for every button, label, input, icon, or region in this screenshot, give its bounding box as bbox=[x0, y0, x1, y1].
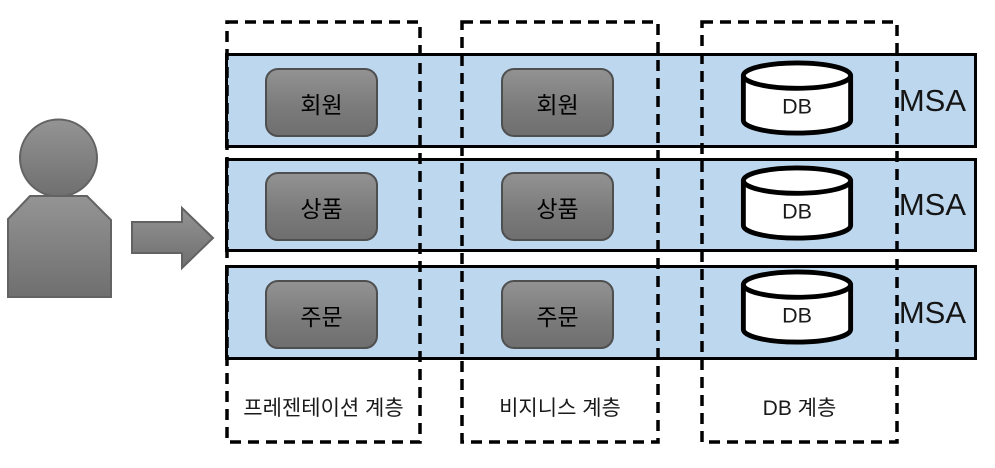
database-cylinder-icon: DB bbox=[740, 165, 854, 241]
node-presentation-member: 회원 bbox=[265, 68, 378, 137]
database-cylinder-icon: DB bbox=[740, 60, 854, 136]
node-business-order: 주문 bbox=[501, 280, 614, 349]
msa-band-3-label: MSA bbox=[898, 294, 966, 330]
db-label: DB bbox=[782, 95, 812, 119]
actor-graphic bbox=[7, 118, 215, 298]
business-layer-label: 비지니스 계층 bbox=[499, 397, 621, 420]
node-presentation-order: 주문 bbox=[265, 280, 378, 349]
db-layer-label: DB 계층 bbox=[762, 397, 837, 420]
presentation-layer-label: 프레젠테이션 계층 bbox=[243, 397, 404, 420]
db-label: DB bbox=[782, 304, 812, 328]
node-label: 상품 bbox=[536, 195, 579, 222]
node-label: 주문 bbox=[300, 303, 343, 330]
db-label: DB bbox=[782, 200, 812, 224]
msa-band-1-label: MSA bbox=[898, 82, 966, 118]
database-cylinder-icon: DB bbox=[740, 269, 854, 345]
node-label: 회원 bbox=[300, 91, 343, 118]
msa-band-2-label: MSA bbox=[898, 187, 966, 222]
node-presentation-product: 상품 bbox=[265, 172, 378, 241]
node-business-member: 회원 bbox=[501, 68, 614, 137]
node-label: 주문 bbox=[536, 303, 579, 330]
node-label: 회원 bbox=[536, 91, 579, 118]
person-icon bbox=[7, 118, 112, 298]
right-block-arrow-icon bbox=[131, 205, 215, 271]
node-label: 상품 bbox=[300, 195, 343, 222]
node-business-product: 상품 bbox=[501, 172, 614, 241]
